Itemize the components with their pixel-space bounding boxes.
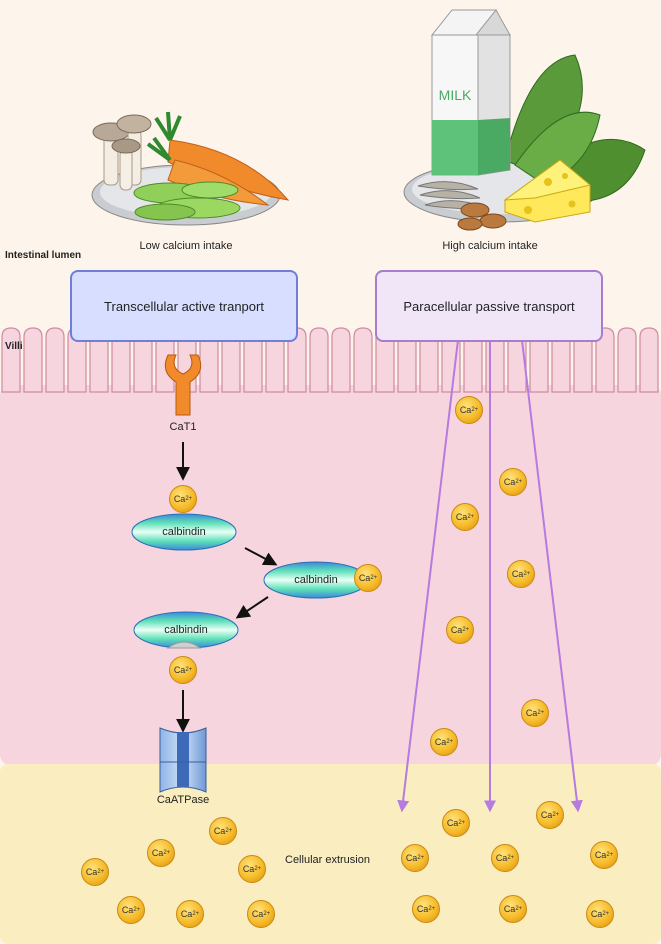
villus	[639, 327, 659, 393]
villus	[617, 327, 637, 393]
dairy-plate-icon: MILK	[403, 9, 646, 231]
villus	[309, 327, 329, 393]
paracellular-arrow-1	[397, 339, 459, 813]
villus	[45, 327, 65, 393]
villus	[1, 327, 21, 393]
paracellular-transport-box: Paracellular passive transport	[375, 270, 603, 342]
almond-icon	[457, 202, 507, 231]
villus	[331, 327, 351, 393]
cat1-channel-icon	[164, 354, 202, 416]
calbindin-label-3: calbindin	[164, 624, 208, 636]
vegetable-plate-icon	[91, 111, 290, 226]
milk-label: MILK	[439, 87, 472, 103]
cheese-icon	[503, 159, 592, 223]
milk-carton-icon: MILK	[430, 9, 511, 176]
edamame-icon	[133, 181, 241, 221]
mushroom-icon	[92, 114, 152, 191]
calbindin-protein-1	[131, 513, 237, 551]
calbindin-release-notch	[166, 641, 202, 649]
calbindin-label-2: calbindin	[294, 574, 338, 586]
villus	[23, 327, 43, 393]
villus	[353, 327, 373, 393]
transcellular-transport-box: Transcellular active tranport	[70, 270, 298, 342]
paracellular-arrow-3	[521, 339, 583, 813]
intestinal-lumen-label: Intestinal lumen	[5, 250, 82, 261]
caatpase-pump-icon	[159, 727, 207, 793]
calbindin-label-1: calbindin	[162, 526, 206, 538]
cat1-label: CaT1	[169, 421, 197, 433]
arrow-calbindin-2-to-3	[235, 596, 269, 619]
high-calcium-label: High calcium intake	[442, 240, 538, 252]
arrow-calbindin-1-to-2	[244, 547, 278, 566]
caatpase-label: CaATPase	[156, 794, 210, 806]
cellular-extrusion-label: Cellular extrusion	[285, 854, 370, 866]
low-calcium-label: Low calcium intake	[139, 240, 233, 252]
villi-label: Villi	[5, 341, 23, 352]
